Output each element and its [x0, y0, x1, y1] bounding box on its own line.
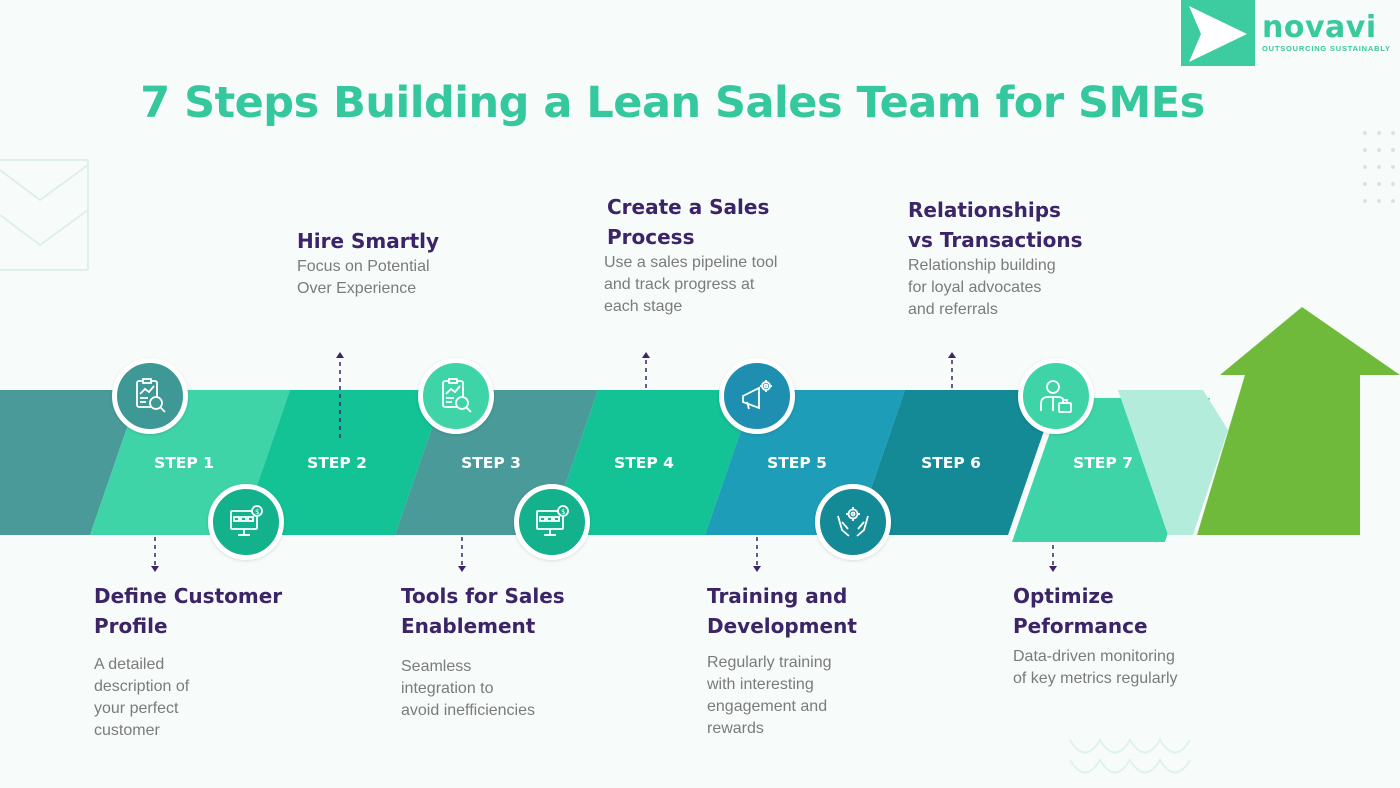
- step-5-desc-line: engagement and: [707, 698, 828, 715]
- step-4-title: Create a Sales: [607, 195, 770, 219]
- step-1-title: Profile: [94, 614, 168, 638]
- step-4-desc-line: each stage: [604, 298, 683, 315]
- step-4-segment: [548, 390, 755, 535]
- step-7-desc-line: Data-driven monitoring: [1013, 648, 1175, 665]
- step-5-label: STEP 5: [767, 454, 827, 472]
- step-4-desc-line: Use a sales pipeline tool: [604, 254, 778, 271]
- analytics-report-icon: [418, 358, 494, 434]
- step-6-text: Relationships vs Transactions Relationsh…: [908, 195, 1148, 321]
- step-7-desc-line: of key metrics regularly: [1013, 670, 1178, 687]
- step-3-title: Tools for Sales: [401, 584, 565, 608]
- businessman-icon: [1018, 358, 1094, 434]
- megaphone-gear-icon: [719, 358, 795, 434]
- step-1-desc-line: your perfect: [94, 700, 179, 717]
- step-1-desc-line: A detailed: [94, 656, 165, 673]
- play-arrow-logo-icon: [1189, 6, 1247, 62]
- step-1-label: STEP 1: [154, 454, 214, 472]
- step-6-segment: [855, 390, 1058, 535]
- step-7-label: STEP 7: [1073, 454, 1133, 472]
- step-4-desc-line: and track progress at: [604, 276, 755, 293]
- step-7-text: Optimize Peformance Data-driven monitori…: [1013, 581, 1253, 690]
- step-1-text: Define Customer Profile A detailed descr…: [94, 581, 324, 742]
- step-5-desc-line: with interesting: [707, 676, 814, 693]
- step-4-title: Process: [607, 225, 695, 249]
- step-5-text: Training and Development Regularly train…: [707, 581, 937, 740]
- logo-tagline: OUTSOURCING SUSTAINABLY: [1262, 44, 1391, 53]
- page-title: 7 Steps Building a Lean Sales Team for S…: [140, 78, 1205, 128]
- step-4-text: Create a Sales Process Use a sales pipel…: [604, 192, 844, 318]
- step-6-label: STEP 6: [921, 454, 981, 472]
- step-3-title: Enablement: [401, 614, 536, 638]
- step-3-desc-line: avoid inefficiencies: [401, 702, 536, 719]
- step-6-title: Relationships: [908, 198, 1061, 222]
- band-fade: [1118, 390, 1228, 535]
- step-5-title: Development: [707, 614, 857, 638]
- step-6-desc-line: Relationship building: [908, 257, 1056, 274]
- step-2-title: Hire Smartly: [297, 229, 440, 253]
- step-1-desc-line: description of: [94, 678, 190, 695]
- logo-mark: [1181, 0, 1255, 66]
- step-2-desc-line: Over Experience: [297, 280, 417, 297]
- step-5-desc-line: Regularly training: [707, 654, 832, 671]
- step-5-title: Training and: [707, 584, 848, 608]
- band-start: [0, 390, 140, 535]
- monitor-dollar-icon: $: [514, 484, 590, 560]
- analytics-report-icon: [112, 358, 188, 434]
- growth-arrow: [1197, 307, 1400, 535]
- svg-text:$: $: [561, 508, 565, 516]
- step-3-label: STEP 3: [461, 454, 521, 472]
- step-3-desc-line: integration to: [401, 680, 494, 697]
- step-3-desc-line: Seamless: [401, 658, 472, 675]
- step-4-label: STEP 4: [614, 454, 674, 472]
- step-5-desc-line: rewards: [707, 720, 764, 737]
- monitor-dollar-icon: $: [208, 484, 284, 560]
- step-6-desc-line: for loyal advocates: [908, 279, 1042, 296]
- svg-text:$: $: [255, 508, 259, 516]
- step-1-title: Define Customer: [94, 584, 283, 608]
- step-1-desc-line: customer: [94, 722, 160, 739]
- step-2-segment: [240, 390, 445, 535]
- step-2-label: STEP 2: [307, 454, 367, 472]
- logo-name: novavi: [1262, 10, 1377, 45]
- step-2-text: Hire Smartly Focus on Potential Over Exp…: [297, 226, 517, 300]
- step-7-title: Optimize: [1013, 584, 1114, 608]
- step-7-title: Peformance: [1013, 614, 1148, 638]
- hands-gear-icon: [815, 484, 891, 560]
- step-6-title: vs Transactions: [908, 228, 1083, 252]
- step-2-desc-line: Focus on Potential: [297, 258, 430, 275]
- step-6-desc-line: and referrals: [908, 301, 998, 318]
- step-3-text: Tools for Sales Enablement Seamless inte…: [401, 581, 631, 722]
